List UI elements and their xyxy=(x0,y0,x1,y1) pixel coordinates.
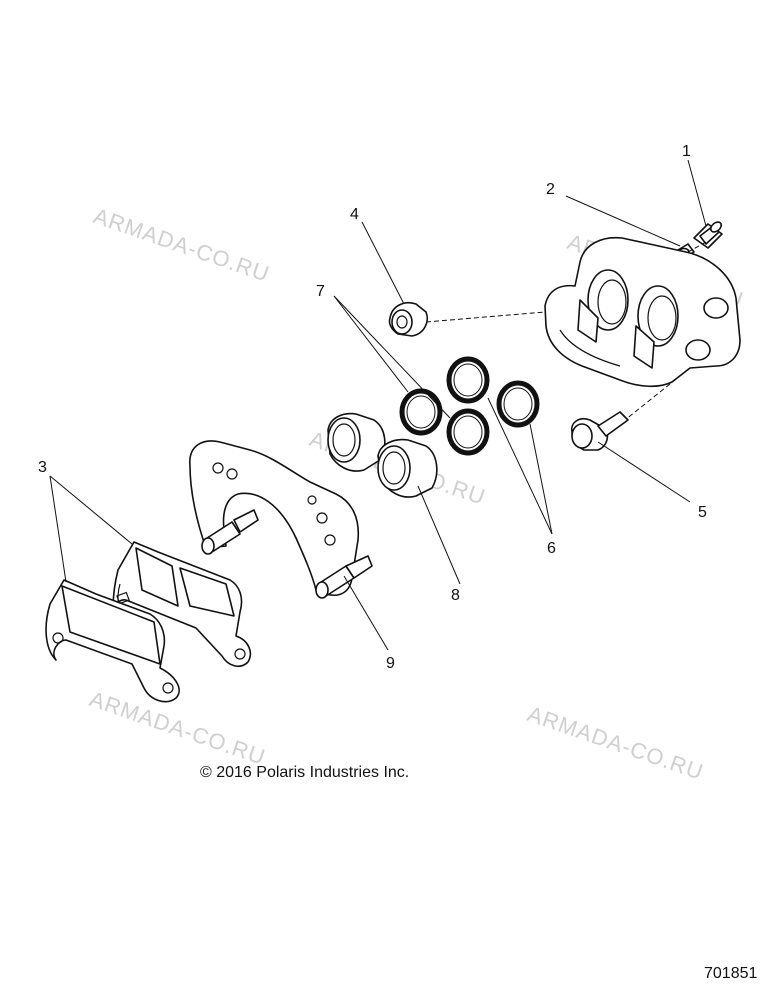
callout-8: 8 xyxy=(451,587,460,604)
callouts: 1 2 3 4 5 6 7 8 9 xyxy=(38,143,707,672)
seal-ring-7b xyxy=(446,408,490,456)
seal-ring-6a xyxy=(446,356,490,404)
seal-ring-7a xyxy=(399,388,443,436)
callout-3: 3 xyxy=(38,459,47,476)
copyright-notice: © 2016 Polaris Industries Inc. xyxy=(200,764,409,781)
brake-pads xyxy=(45,541,252,703)
callout-9: 9 xyxy=(386,655,395,672)
leader-lines xyxy=(49,159,707,651)
caliper-bracket xyxy=(189,440,373,599)
callout-1: 1 xyxy=(682,143,691,160)
watermark-bottom-left: ARMADA-CO.RU xyxy=(86,686,268,770)
callout-2: 2 xyxy=(546,181,555,198)
watermark-bottom-right: ARMADA-CO.RU xyxy=(524,701,706,785)
caliper-bolt xyxy=(570,411,629,451)
seal-ring-6b xyxy=(496,380,540,428)
bleeder-screw xyxy=(693,221,723,249)
caliper-bushing xyxy=(388,302,428,337)
piston-seals xyxy=(399,356,540,456)
watermark-top-left: ARMADA-CO.RU xyxy=(90,203,272,287)
pistons xyxy=(327,412,438,498)
callout-4: 4 xyxy=(350,206,359,223)
callout-6: 6 xyxy=(547,540,556,557)
caliper-body xyxy=(544,236,741,388)
callout-7: 7 xyxy=(316,283,325,300)
callout-5: 5 xyxy=(698,504,707,521)
figure-number: 701851 xyxy=(704,965,757,982)
